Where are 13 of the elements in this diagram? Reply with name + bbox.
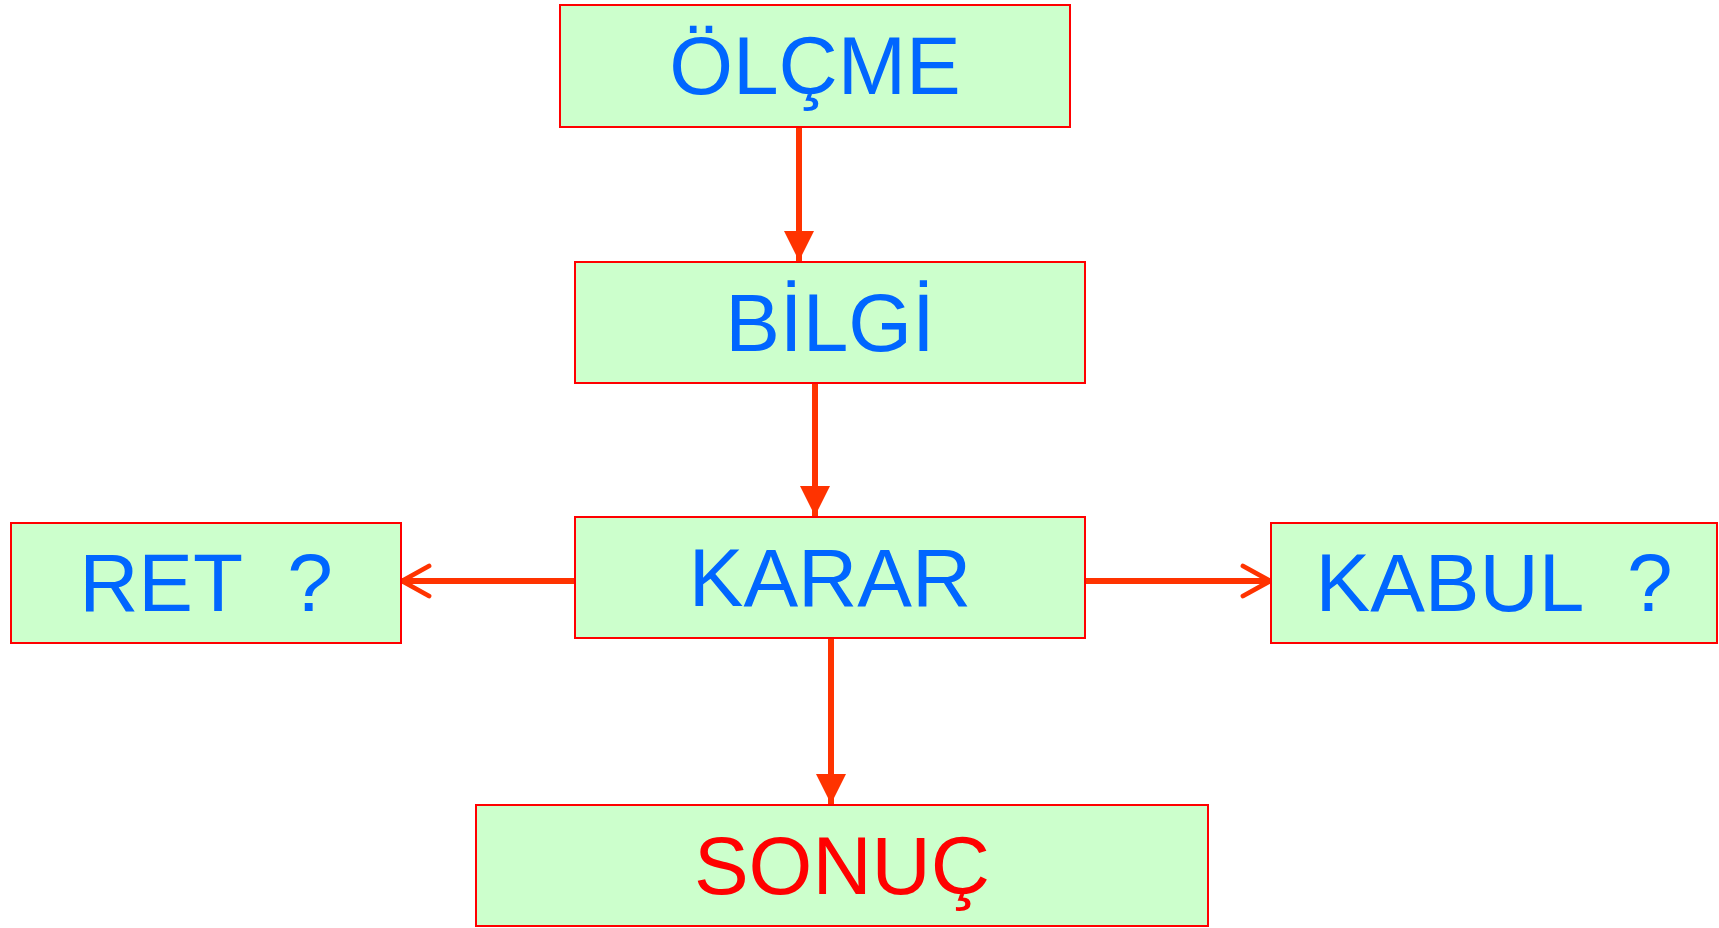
box-label: KABUL ?: [1315, 542, 1673, 624]
arrow: [816, 639, 846, 804]
process-box: [574, 516, 1086, 639]
process-box: [10, 522, 402, 644]
process-box: [1270, 522, 1718, 644]
process-box: [475, 804, 1209, 927]
box-label: BİLGİ: [725, 281, 935, 364]
process-box: [574, 261, 1086, 384]
arrow: [784, 128, 814, 261]
arrow: [800, 384, 830, 516]
process-box: [559, 4, 1071, 128]
box-label: RET ?: [79, 542, 333, 624]
box-label: KARAR: [688, 536, 972, 619]
